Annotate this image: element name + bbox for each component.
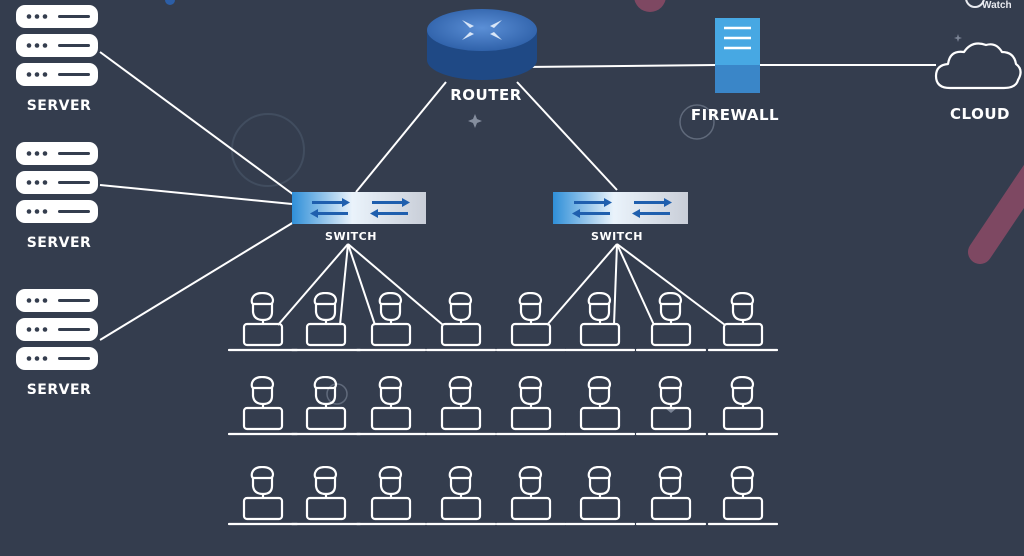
link-server1-switch — [99, 51, 295, 196]
user-icon — [708, 376, 778, 436]
user-icon — [291, 466, 361, 526]
user-icon — [496, 376, 566, 436]
watermark: Watch — [965, 0, 1012, 11]
user-icon — [496, 466, 566, 526]
cloud: CLOUD — [934, 42, 1022, 123]
user-icon — [291, 376, 361, 436]
switch-right: SWITCH — [553, 192, 688, 243]
firewall-label: FIREWALL — [691, 106, 779, 124]
switch-left: SWITCH — [292, 192, 426, 243]
router-label: ROUTER — [450, 86, 522, 104]
router-icon — [427, 9, 537, 80]
server-2-label: SERVER — [27, 235, 92, 251]
user-icon — [228, 376, 298, 436]
server-2: SERVER — [16, 142, 98, 251]
cloud-label: CLOUD — [950, 105, 1010, 123]
user-icon — [565, 466, 635, 526]
link-server2-switch — [99, 184, 293, 205]
server-icon — [16, 142, 98, 223]
switch-right-label: SWITCH — [591, 230, 643, 243]
user-icon — [356, 376, 426, 436]
link-server3-switch — [99, 221, 295, 341]
user-icon — [426, 466, 496, 526]
router: ROUTER — [427, 9, 537, 104]
user-icon — [636, 466, 706, 526]
connections — [99, 51, 936, 341]
server-1-label: SERVER — [27, 98, 92, 114]
links-left-switch-users — [277, 243, 444, 326]
firewall: FIREWALL — [691, 18, 779, 124]
server-icon — [16, 5, 98, 86]
user-icon — [496, 292, 566, 352]
links-right-switch-users — [546, 243, 726, 326]
server-1: SERVER — [16, 5, 98, 114]
link-router-switch-right — [516, 81, 618, 191]
user-icon — [228, 466, 298, 526]
watermark-text: Watch — [982, 0, 1012, 11]
server-icon — [16, 289, 98, 370]
link-router-switch-left — [355, 81, 447, 193]
switch-left-label: SWITCH — [325, 230, 377, 243]
user-icon — [228, 292, 298, 352]
user-icon — [426, 376, 496, 436]
server-3: SERVER — [16, 289, 98, 398]
switch-icon — [553, 192, 688, 224]
user-grid — [228, 292, 778, 526]
server-3-label: SERVER — [27, 382, 92, 398]
watermark-logo-icon — [965, 0, 985, 8]
user-icon — [565, 376, 635, 436]
user-icon — [565, 292, 635, 352]
user-icon — [426, 292, 496, 352]
switch-icon — [292, 192, 426, 224]
cloud-icon — [934, 42, 1022, 90]
user-icon — [291, 292, 361, 352]
user-icon — [708, 466, 778, 526]
firewall-icon — [715, 18, 760, 93]
user-icon — [356, 466, 426, 526]
user-icon — [636, 376, 706, 436]
link-router-firewall — [524, 64, 717, 68]
